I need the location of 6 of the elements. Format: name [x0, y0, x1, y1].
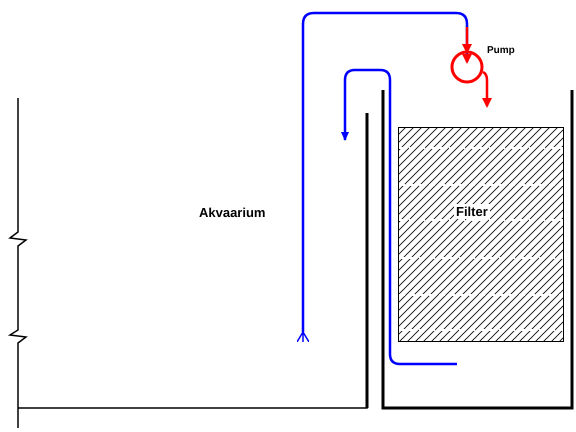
pump-label: Pump — [487, 45, 515, 56]
filter-label: Filter — [454, 204, 490, 219]
pipe-arrow — [341, 68, 457, 366]
tank-label: Akvaarium — [199, 205, 266, 220]
pipe-arrow — [296, 12, 472, 343]
pipe-arrow — [482, 70, 492, 108]
